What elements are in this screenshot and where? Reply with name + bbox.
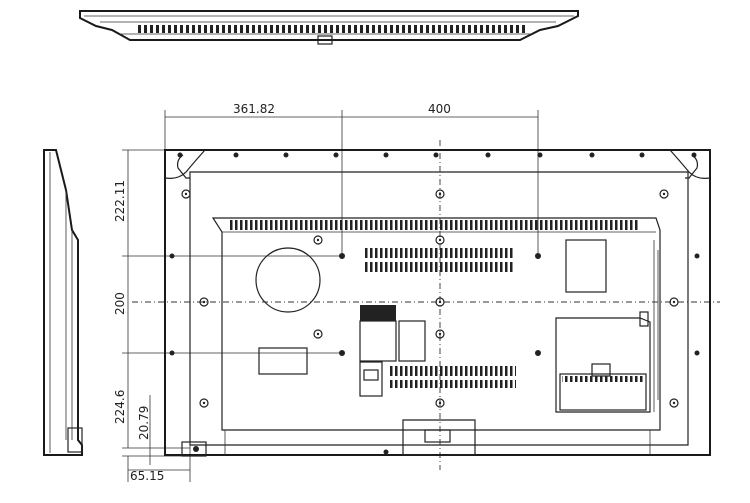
back-view [164, 149, 711, 457]
speaker-circle [255, 247, 321, 313]
terminal-panel [555, 317, 651, 413]
vent-grid-lower-2 [388, 380, 516, 388]
bottom-port [181, 441, 207, 457]
side-view [43, 149, 83, 456]
top-vent-pattern [135, 25, 525, 33]
stand-neck-top [317, 35, 333, 45]
dimension-lines [122, 110, 539, 482]
vent-grid-lower-1 [388, 366, 516, 376]
stand-mount [402, 419, 476, 456]
dim-20-79: 20.79 [137, 406, 151, 440]
label-rect-left [258, 347, 308, 375]
vent-grid-upper-1 [365, 248, 513, 258]
dim-65-15: 65.15 [130, 469, 164, 483]
label-rect-right [565, 239, 607, 293]
connector-block-black [360, 305, 396, 321]
dim-222-11: 222.11 [113, 180, 127, 222]
vent-grid-upper-2 [365, 262, 513, 272]
dim-200: 200 [113, 292, 127, 315]
dim-224-6: 224.6 [113, 390, 127, 424]
screw-circles [181, 189, 679, 408]
top-vent-strip [228, 220, 638, 230]
dim-361-82: 361.82 [233, 102, 275, 116]
mounting-holes [169, 152, 700, 455]
dim-400: 400 [428, 102, 451, 116]
top-view [79, 10, 579, 45]
outer-frame [164, 149, 711, 456]
